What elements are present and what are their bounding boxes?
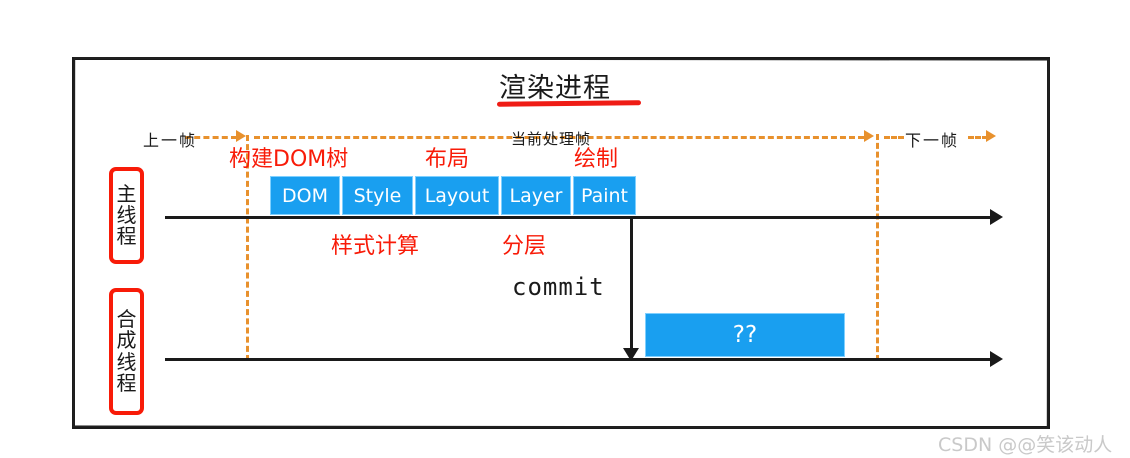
annotation-style-calc: 样式计算	[331, 234, 420, 259]
main-thread-char-2: 程	[116, 224, 137, 249]
commit-arrow-head-icon	[623, 348, 639, 361]
compositor-thread-badge: 合 成 线 程	[109, 288, 144, 415]
current-frame-label: 当前处理帧	[511, 130, 592, 148]
compositor-thread-char-0: 合	[116, 307, 137, 332]
render-pipeline-steps: DOM Style Layout Layer Paint	[270, 176, 636, 215]
compositor-work-block[interactable]: ??	[645, 313, 845, 357]
pipeline-step-style[interactable]: Style	[342, 176, 413, 215]
annotation-layering: 分层	[502, 234, 547, 259]
main-thread-arrow-icon	[990, 209, 1003, 225]
frame-boundary-left-dashed-line	[246, 135, 249, 361]
main-thread-char-1: 线	[116, 202, 137, 227]
annotation-build-dom-tree: 构建DOM树	[229, 147, 349, 172]
next-frame-dashed-segment-left	[884, 136, 904, 139]
compositor-thread-char-2: 线	[116, 349, 137, 374]
main-thread-timeline	[165, 216, 993, 219]
annotation-layout: 布局	[425, 147, 470, 172]
compositor-thread-timeline	[165, 358, 993, 361]
frame-boundary-right-dashed-line	[876, 134, 879, 361]
pipeline-step-layout[interactable]: Layout	[415, 176, 499, 215]
compositor-thread-char-3: 程	[116, 370, 137, 395]
watermark: CSDN @@笑该动人	[938, 434, 1113, 456]
next-frame-label: 下一帧	[905, 131, 960, 150]
main-thread-badge: 主 线 程	[109, 167, 144, 264]
next-frame-arrow-icon	[986, 130, 996, 142]
main-thread-char-0: 主	[116, 181, 137, 206]
previous-frame-arrow-icon	[236, 130, 246, 142]
previous-frame-label: 上一帧	[143, 131, 198, 150]
commit-label: commit	[512, 273, 605, 301]
next-frame-dashed-segment-right	[968, 136, 988, 139]
pipeline-step-layer[interactable]: Layer	[501, 176, 571, 215]
compositor-thread-arrow-icon	[990, 351, 1003, 367]
current-frame-dashed-segment	[254, 136, 864, 139]
diagram-outer-frame	[72, 57, 1050, 429]
pipeline-step-dom[interactable]: DOM	[270, 176, 340, 215]
current-frame-arrow-icon	[864, 130, 874, 142]
page-title: 渲染进程	[499, 73, 611, 104]
annotation-paint: 绘制	[574, 147, 619, 172]
pipeline-step-paint[interactable]: Paint	[573, 176, 636, 215]
compositor-thread-char-1: 成	[116, 328, 137, 353]
previous-frame-dashed-segment	[185, 136, 237, 139]
commit-arrow-line	[630, 217, 633, 352]
